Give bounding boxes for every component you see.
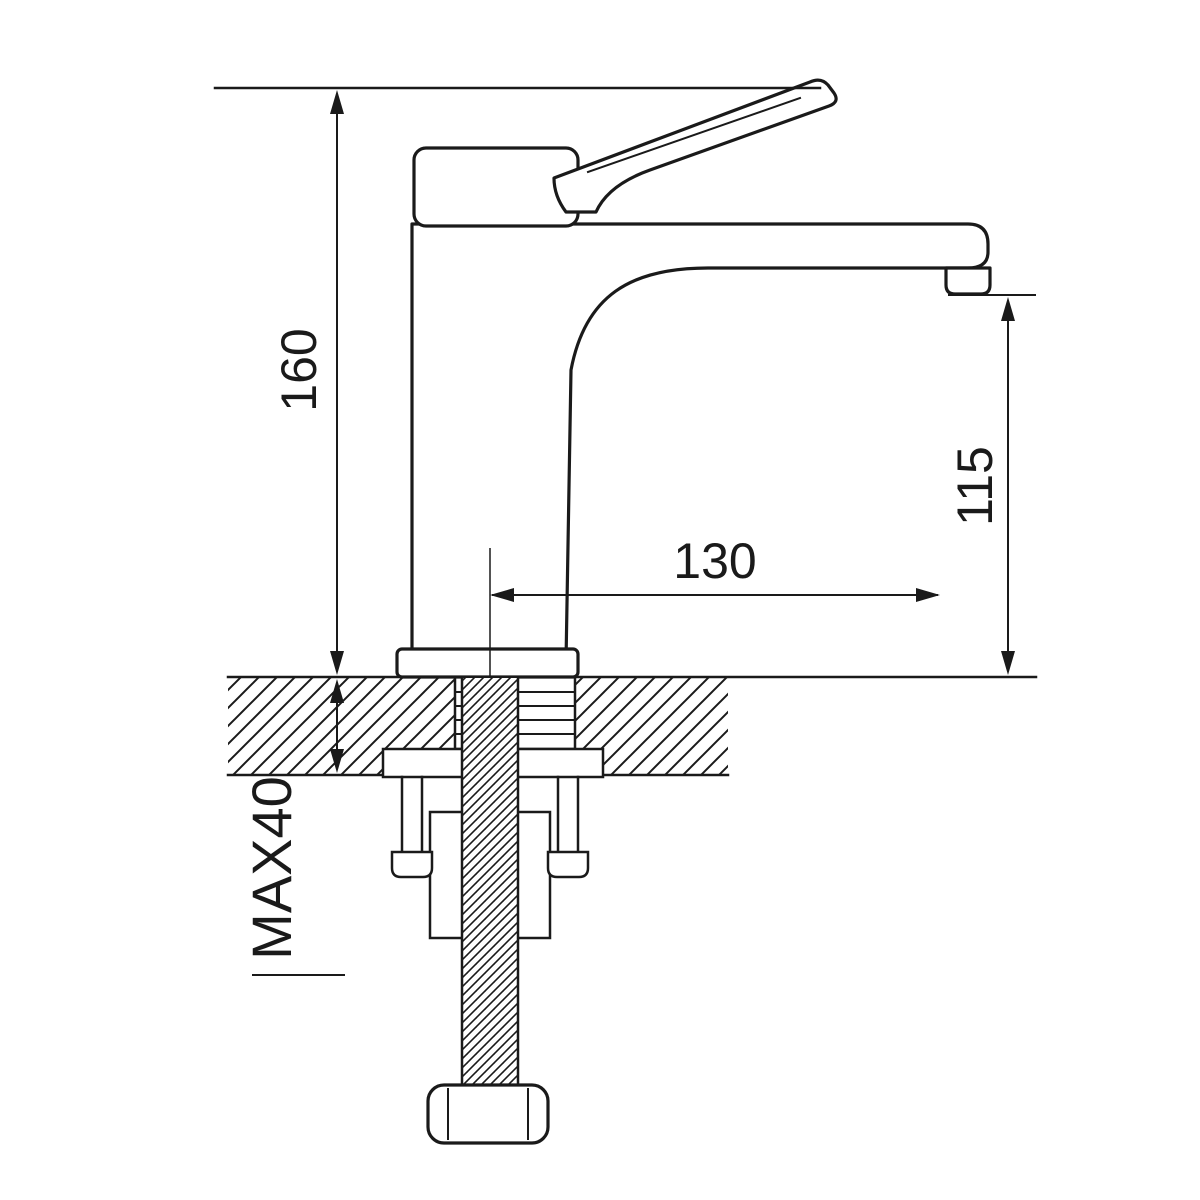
threaded-rod-group <box>426 676 550 1145</box>
dimension-label-130: 130 <box>673 533 756 589</box>
arrowhead-down-icon <box>330 749 344 773</box>
faucet-handle-lever <box>552 78 838 214</box>
dimension-label-160: 160 <box>271 328 327 411</box>
mounting-stud-foot-left <box>390 850 434 879</box>
countertop-section <box>226 675 1038 777</box>
arrowhead-down-icon <box>330 651 344 675</box>
faucet-base-flange <box>395 647 580 679</box>
mounting-stud-foot-right <box>546 850 590 879</box>
dimension-label-115: 115 <box>947 446 1003 526</box>
faucet <box>395 78 992 679</box>
dimension-max-thickness: MAX40 <box>240 679 345 976</box>
threaded-rod-hatch <box>462 678 518 1087</box>
arrowhead-down-icon <box>1001 651 1015 675</box>
rod-bottom-nut <box>426 1083 550 1145</box>
arrowhead-up-icon <box>330 679 344 703</box>
faucet-aerator <box>944 266 992 296</box>
arrowhead-left-icon <box>490 588 514 602</box>
arrowhead-right-icon <box>916 588 940 602</box>
dimension-spout-reach: 130 <box>490 533 940 602</box>
dimension-label-max40: MAX40 <box>240 776 303 960</box>
dimension-total-height: 160 <box>213 86 822 675</box>
arrowhead-up-icon <box>1001 297 1015 321</box>
dimension-spout-height: 115 <box>947 294 1036 675</box>
handle-lever-edge-line <box>586 96 802 174</box>
arrowhead-up-icon <box>330 90 344 114</box>
